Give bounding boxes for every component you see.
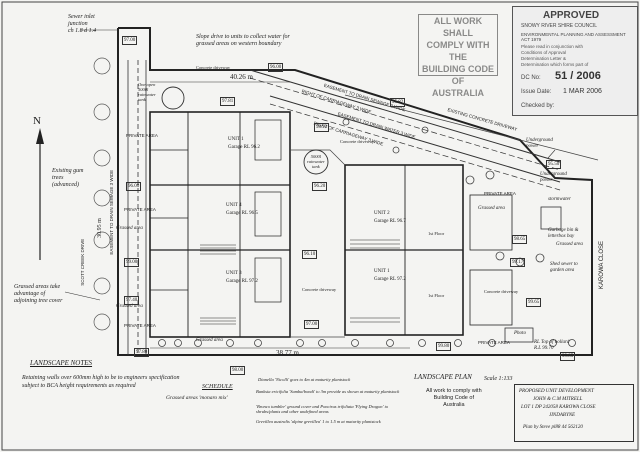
level-box: 99.00 xyxy=(124,258,140,267)
concrete-driveway-label: Concrete driveway xyxy=(302,287,337,292)
level-box: 96.00 xyxy=(126,182,142,191)
level-box: 97.00 xyxy=(304,320,320,329)
level-box: 96.10 xyxy=(302,250,318,259)
title-block: PROPOSED UNIT DEVELOPMENT JOHN & C.M MIT… xyxy=(514,384,634,442)
plan-title: LANDSCAPE PLAN xyxy=(414,373,472,381)
easement-side-sub: SCOTT CREEK DRIVE xyxy=(80,238,86,286)
rainwater-tank-top xyxy=(161,86,185,110)
private-area-label: PRIVATE AREA xyxy=(124,207,156,212)
level-box: 97.00 xyxy=(122,36,138,45)
grassed-area-label: Grassed area xyxy=(478,206,505,211)
schedule-title: SCHEDULE xyxy=(202,384,233,390)
level-box: 98.93 xyxy=(314,123,330,132)
dimension-left: 30.95 m xyxy=(96,218,103,238)
easement-line-lower xyxy=(269,95,561,183)
site-boundary xyxy=(117,27,593,356)
stormwater-note: stormwater xyxy=(548,197,571,202)
dimension-top: 40.26 m xyxy=(230,73,253,81)
schedule-line: Grevillea australis 'alpine grevillea' 1… xyxy=(256,419,381,424)
level-box: 98.00 xyxy=(230,366,246,375)
photo-note: Photo xyxy=(514,331,526,336)
level-box: 99.17 xyxy=(510,258,526,267)
private-area-label: PRIVATE AREA xyxy=(484,191,516,196)
concrete-driveway-label: Concrete driveway xyxy=(484,289,519,294)
slope-note: Slope drive to units to collect water fo… xyxy=(196,34,290,47)
road-right: KAROWA CLOSE xyxy=(599,240,606,290)
private-area-label: PRIVATE AREA xyxy=(126,133,158,138)
level-box: 95.50 xyxy=(546,160,562,169)
western-units-block xyxy=(149,111,291,338)
private-area-label: PRIVATE AREA xyxy=(124,323,156,328)
north-label: N xyxy=(33,115,41,127)
easement-line-upper xyxy=(249,69,561,163)
grassed-area-label: Grassed area xyxy=(556,242,583,247)
landscape-notes-body: Retaining walls over 600mm high to be to… xyxy=(22,375,180,389)
first-floor-label: 1st Floor xyxy=(428,231,445,236)
level-box: 95.82 xyxy=(390,98,406,107)
grassed-area-label: Grassed area xyxy=(196,338,223,343)
level-box: 97.81 xyxy=(220,97,236,106)
shrub-symbols xyxy=(158,118,576,347)
first-floor-label: 1st Floor xyxy=(428,293,445,298)
grassed-area-label: Grassed area xyxy=(116,226,143,231)
garbage-note: Garbage bin &letterbox bay xyxy=(548,228,579,239)
private-area-label: PRIVATE AREA xyxy=(478,340,510,345)
level-box: 97.80 xyxy=(134,348,150,357)
schedule-line: Banksia ericifolia 'Sumba/bondi' to 3m p… xyxy=(256,389,400,394)
schedule-line: Grassed areas 'monaro mix' xyxy=(166,395,228,401)
easement-side: EASEMENT TO DRAIN SEWAGE 3 WIDE xyxy=(109,169,115,255)
level-box: 99.65 xyxy=(526,298,542,307)
rainwater-tank-mid xyxy=(303,149,329,175)
level-box: 99.85 xyxy=(560,352,576,361)
council-approval-stamp: APPROVED SNOWY RIVER SHIRE COUNCIL ENVIR… xyxy=(512,6,638,116)
landscape-notes-title: LANDSCAPE NOTES xyxy=(30,359,93,367)
eastern-units-block xyxy=(344,164,513,336)
level-box: 99.80 xyxy=(436,342,452,351)
level-box: 96.20 xyxy=(312,182,328,191)
schedule-line: 'Bronco tumbler' ground cover and Poncir… xyxy=(256,404,389,414)
concrete-driveway-label: Concrete driveway xyxy=(340,139,375,144)
plan-scale: Scale 1:133 xyxy=(484,376,513,382)
schedule-line: Dianella 'Nicolli' goes to 4m at maturit… xyxy=(258,377,351,382)
level-box: 96.00 xyxy=(268,63,284,72)
grassed-area-label: Grassed area xyxy=(116,304,143,309)
level-box: 98.65 xyxy=(512,235,528,244)
level-box: 97.40 xyxy=(124,296,140,305)
concrete-driveway-label: Concrete driveway xyxy=(196,65,231,70)
dimension-bottom: 38.77 m xyxy=(276,349,299,357)
